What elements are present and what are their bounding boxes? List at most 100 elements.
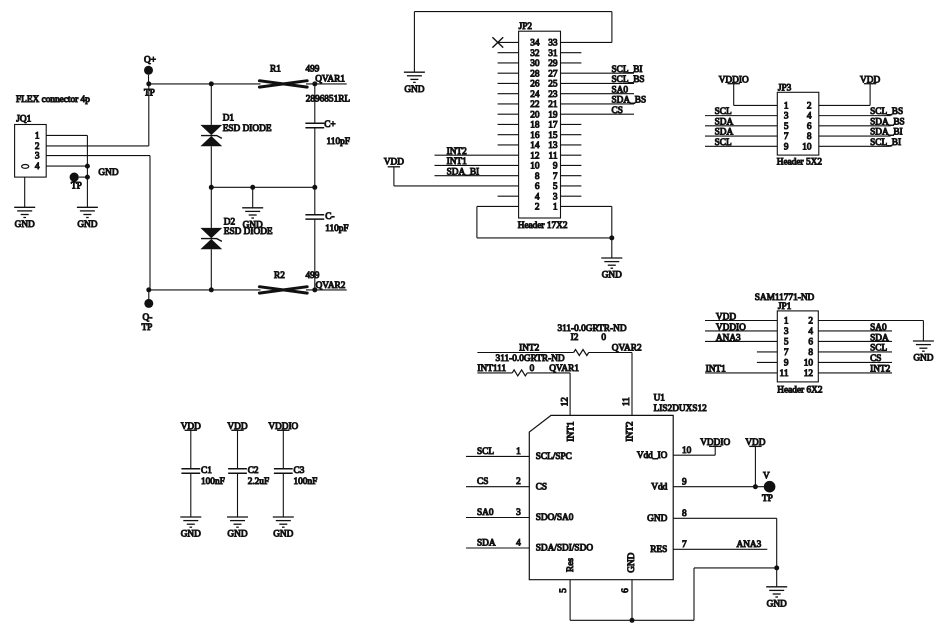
svg-text:GND: GND — [98, 168, 118, 178]
svg-text:31: 31 — [548, 49, 558, 59]
svg-text:3: 3 — [553, 192, 558, 202]
svg-text:GND: GND — [273, 530, 293, 540]
svg-text:32: 32 — [530, 49, 540, 59]
svg-text:JQ1: JQ1 — [16, 115, 31, 125]
svg-text:24: 24 — [530, 90, 540, 100]
svg-text:ESD DIODE: ESD DIODE — [223, 124, 272, 134]
svg-text:12: 12 — [560, 397, 570, 407]
svg-text:5: 5 — [553, 182, 558, 192]
svg-text:2.2uF: 2.2uF — [248, 477, 269, 487]
svg-text:8: 8 — [807, 132, 812, 142]
svg-text:4: 4 — [535, 192, 540, 202]
svg-text:C2: C2 — [248, 466, 259, 476]
svg-text:GND: GND — [404, 85, 424, 95]
svg-text:SDA_BI: SDA_BI — [870, 128, 903, 138]
svg-text:V: V — [763, 472, 770, 482]
svg-text:1: 1 — [784, 317, 789, 327]
svg-text:VDD: VDD — [716, 312, 736, 322]
svg-text:SCL_BS: SCL_BS — [870, 107, 903, 117]
svg-text:GND: GND — [227, 530, 247, 540]
svg-text:SCL: SCL — [477, 447, 494, 457]
svg-text:6: 6 — [621, 588, 631, 593]
svg-text:TP: TP — [142, 323, 153, 333]
svg-text:100nF: 100nF — [201, 477, 225, 487]
svg-text:1: 1 — [553, 203, 558, 213]
svg-text:VDDIO: VDDIO — [268, 422, 298, 432]
svg-text:29: 29 — [548, 59, 558, 69]
svg-text:13: 13 — [548, 141, 558, 151]
svg-text:SCL_BI: SCL_BI — [870, 138, 901, 148]
svg-text:INT2: INT2 — [626, 421, 636, 441]
svg-text:VDD: VDD — [227, 422, 247, 432]
svg-text:SDA: SDA — [870, 333, 889, 343]
svg-text:30: 30 — [530, 59, 540, 69]
svg-text:12: 12 — [530, 151, 540, 161]
svg-text:INT2: INT2 — [447, 147, 467, 157]
svg-text:GND: GND — [647, 514, 667, 524]
svg-text:5: 5 — [559, 588, 569, 593]
svg-text:4: 4 — [807, 112, 812, 122]
svg-text:3: 3 — [35, 152, 40, 162]
svg-text:10: 10 — [530, 162, 540, 172]
svg-text:SDA: SDA — [715, 117, 734, 127]
svg-text:Vdd: Vdd — [651, 483, 667, 493]
svg-text:TP: TP — [144, 88, 155, 98]
svg-text:3: 3 — [784, 327, 789, 337]
svg-text:12: 12 — [804, 369, 814, 379]
svg-text:10: 10 — [682, 446, 692, 456]
svg-text:5: 5 — [784, 122, 789, 132]
svg-text:VDD: VDD — [745, 438, 765, 448]
svg-text:0: 0 — [530, 364, 535, 374]
svg-text:7: 7 — [784, 132, 789, 142]
svg-text:Q-: Q- — [143, 313, 153, 323]
svg-text:3: 3 — [784, 112, 789, 122]
svg-text:SDO/SA0: SDO/SA0 — [536, 513, 574, 523]
svg-text:TP: TP — [762, 494, 773, 504]
svg-text:QVAR1: QVAR1 — [549, 364, 579, 374]
svg-text:Header 6X2: Header 6X2 — [777, 386, 823, 396]
svg-text:INT2: INT2 — [870, 365, 890, 375]
svg-text:Res: Res — [566, 558, 576, 572]
svg-text:25: 25 — [548, 80, 558, 90]
svg-text:GND: GND — [627, 552, 637, 572]
svg-text:15: 15 — [548, 131, 558, 141]
svg-text:8: 8 — [682, 509, 687, 519]
svg-text:26: 26 — [530, 80, 540, 90]
svg-text:GND: GND — [243, 220, 263, 230]
svg-text:499: 499 — [306, 271, 320, 281]
svg-text:C+: C+ — [324, 120, 335, 130]
svg-text:16: 16 — [530, 131, 540, 141]
svg-text:JP3: JP3 — [778, 84, 792, 94]
svg-text:100nF: 100nF — [294, 477, 318, 487]
svg-text:D2: D2 — [224, 217, 236, 227]
svg-text:9: 9 — [553, 162, 558, 172]
svg-text:1: 1 — [35, 131, 40, 141]
svg-text:17: 17 — [548, 121, 558, 131]
svg-text:INT111: INT111 — [477, 364, 506, 374]
svg-text:GND: GND — [181, 530, 201, 540]
svg-text:Q+: Q+ — [144, 56, 156, 66]
svg-text:4: 4 — [35, 162, 40, 172]
svg-text:2: 2 — [807, 102, 812, 112]
svg-text:11: 11 — [622, 397, 632, 406]
svg-text:6: 6 — [807, 122, 812, 132]
svg-text:VDD: VDD — [181, 422, 201, 432]
svg-text:5: 5 — [784, 338, 789, 348]
svg-text:9: 9 — [784, 142, 789, 152]
svg-text:21: 21 — [548, 100, 558, 110]
svg-text:JP1: JP1 — [778, 302, 792, 312]
svg-text:VDD: VDD — [384, 158, 404, 168]
svg-text:7: 7 — [553, 172, 558, 182]
svg-text:SDA: SDA — [477, 539, 496, 549]
svg-text:C3: C3 — [294, 466, 305, 476]
svg-text:Header 5X2: Header 5X2 — [777, 157, 823, 167]
svg-text:33: 33 — [548, 39, 558, 49]
svg-text:INT1: INT1 — [447, 157, 467, 167]
svg-text:2: 2 — [808, 317, 813, 327]
svg-text:0: 0 — [601, 333, 606, 343]
svg-text:Vdd_IO: Vdd_IO — [637, 451, 668, 461]
svg-text:SDA: SDA — [715, 128, 734, 138]
svg-text:4: 4 — [516, 539, 521, 549]
svg-text:I2: I2 — [571, 333, 579, 343]
svg-text:34: 34 — [530, 39, 540, 49]
